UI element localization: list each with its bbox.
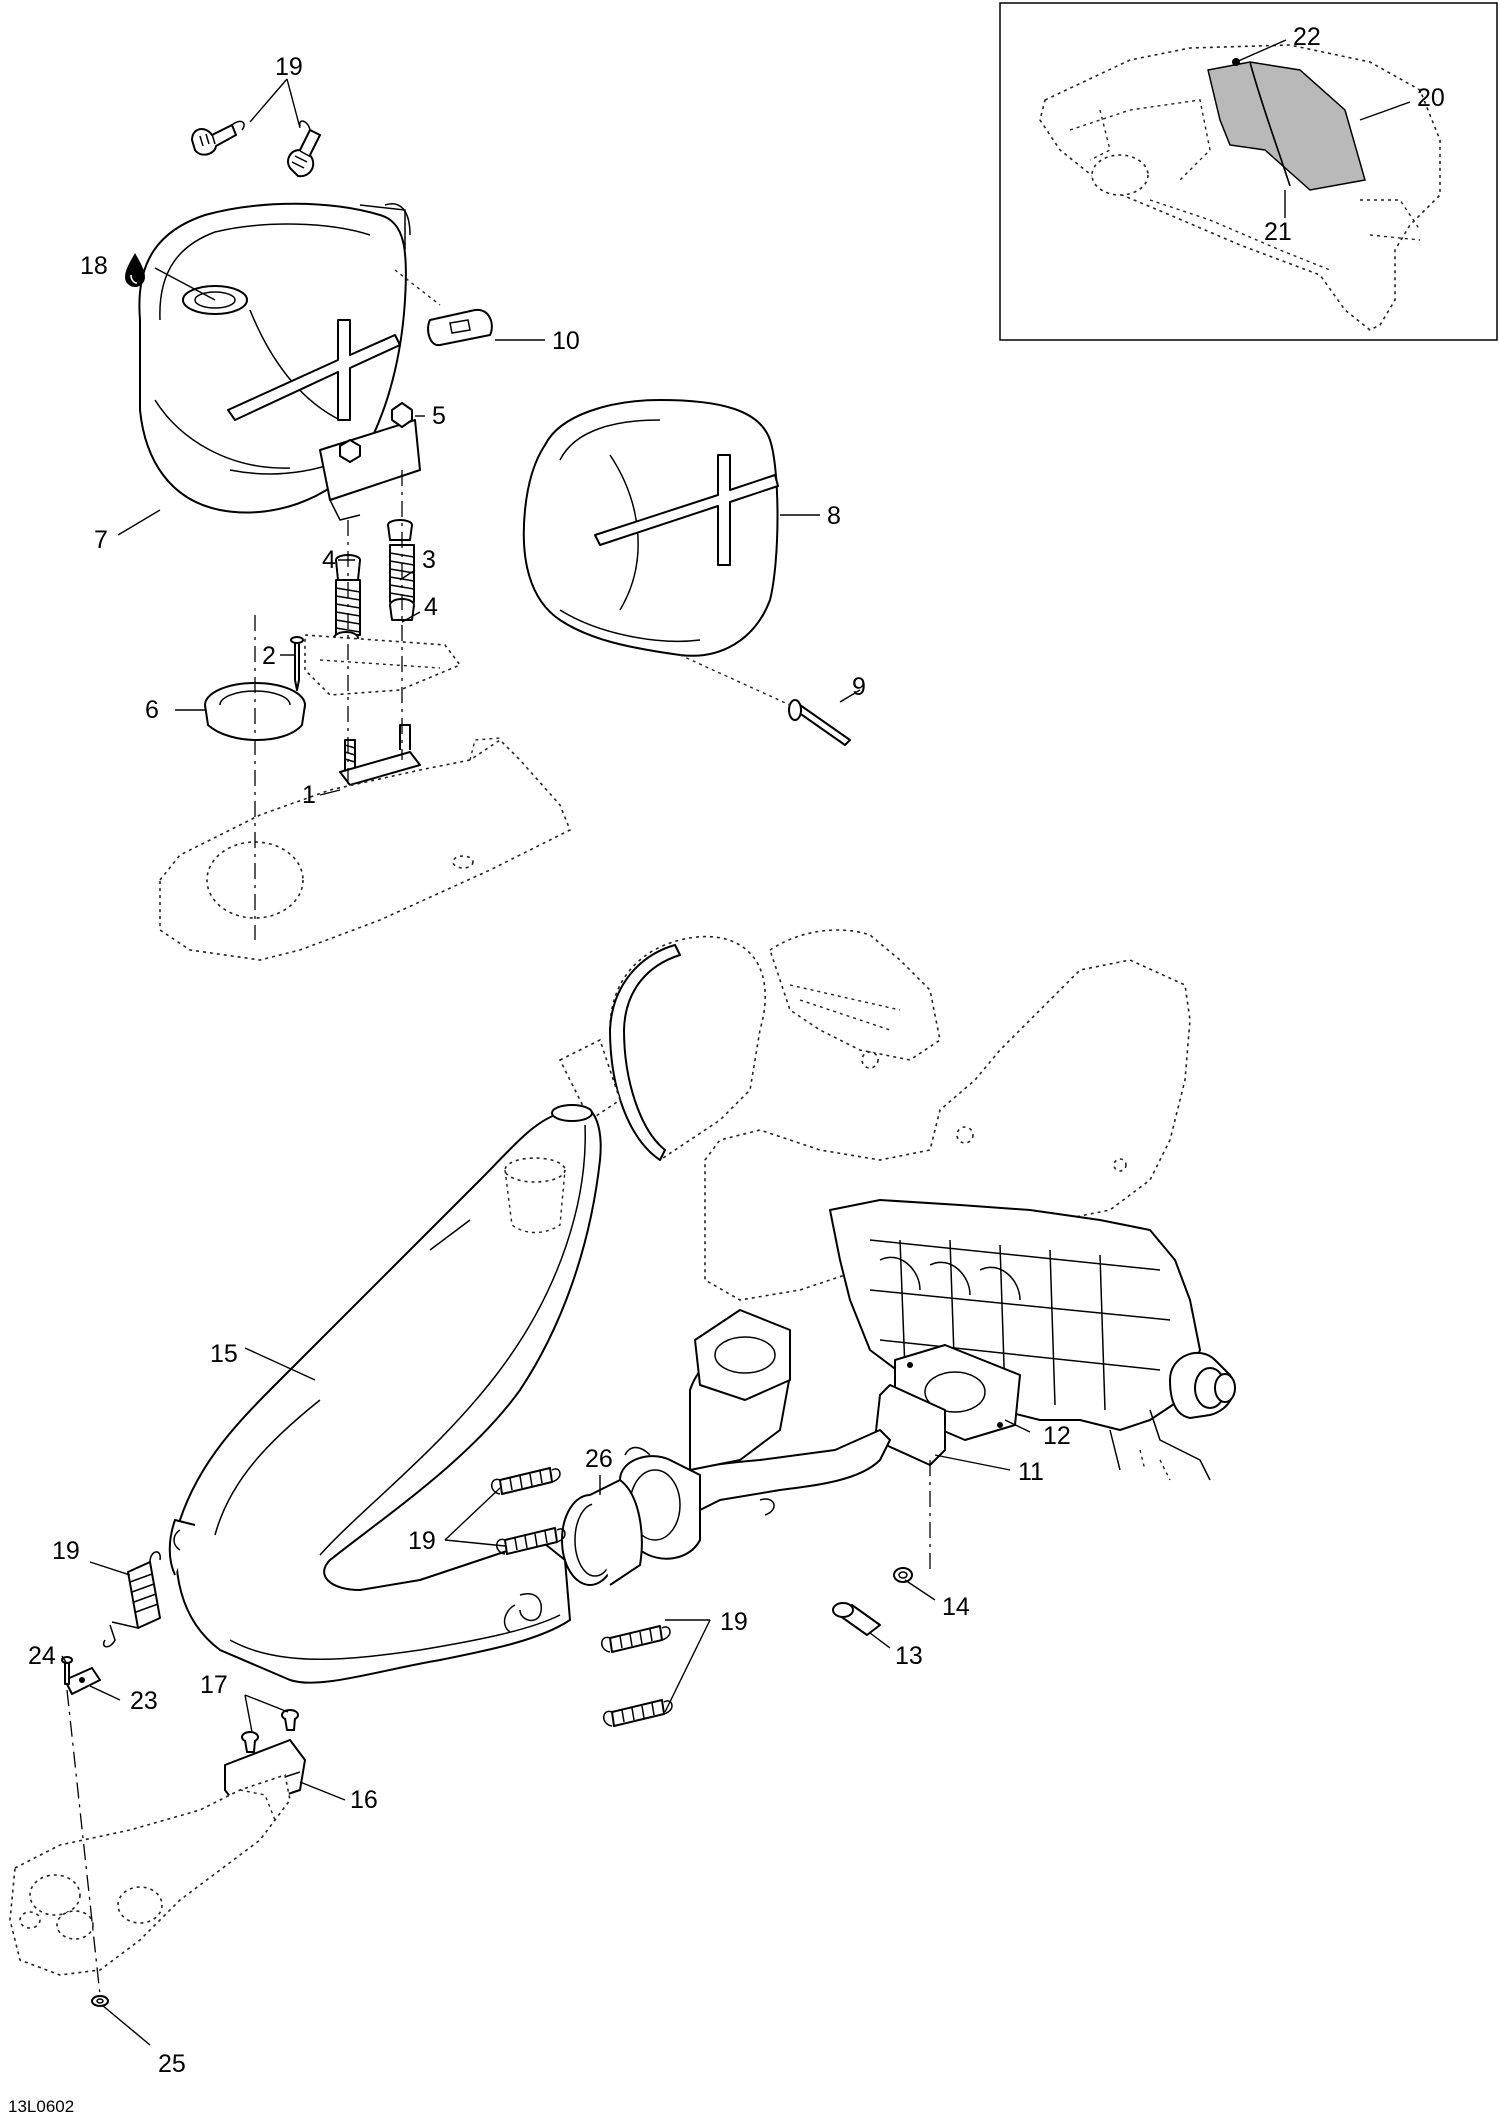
- bracket-centerline: [66, 1689, 101, 1996]
- callout-24: 24: [28, 1642, 56, 1670]
- inset-heat-shield: [1207, 61, 1366, 191]
- callout-25: 25: [158, 2050, 186, 2078]
- callout-20: 20: [1417, 84, 1445, 112]
- callout-26: 26: [585, 1445, 613, 1473]
- callout-3: 3: [422, 546, 436, 574]
- callout-1: 1: [302, 781, 316, 809]
- callout-labels: 19 18 10 5 7 4 3 4 2 6 1 8 9 22 20 21 15…: [8, 23, 1445, 2116]
- oil-drop-icon: [125, 253, 145, 287]
- muffler-hose-guide: [394, 269, 441, 306]
- muffler-ribs: [227, 319, 401, 421]
- engine-pto-shaft: [1169, 1351, 1236, 1419]
- callout-19-left: 19: [52, 1537, 80, 1565]
- callout-15: 15: [210, 1340, 238, 1368]
- hull-mount-plate: [159, 737, 572, 961]
- pipe-hook: [503, 1593, 542, 1633]
- callout-4-lower: 4: [424, 593, 438, 621]
- spring-19-left[interactable]: [103, 1551, 161, 1648]
- callout-22: 22: [1293, 23, 1321, 51]
- rubber-pad-10[interactable]: [427, 308, 493, 347]
- callout-14: 14: [942, 1593, 970, 1621]
- washer-right-top[interactable]: [387, 519, 413, 541]
- spring-19-top-right[interactable]: [287, 120, 321, 178]
- sleeve-26[interactable]: [561, 1479, 643, 1586]
- exhaust-manifold-11[interactable]: [619, 1309, 946, 1560]
- tuned-pipe-15[interactable]: [175, 1104, 602, 1684]
- callout-23: 23: [130, 1687, 158, 1715]
- callout-8: 8: [827, 502, 841, 530]
- callout-16: 16: [350, 1786, 378, 1814]
- pipe-outlet-flange: [168, 1519, 196, 1576]
- spring-19-top-left[interactable]: [191, 120, 245, 156]
- nut-5[interactable]: [391, 402, 413, 428]
- washer-25[interactable]: [91, 1995, 109, 2007]
- callout-19-bottom: 19: [720, 1608, 748, 1636]
- callout-19-top: 19: [275, 53, 303, 81]
- reference-code: 13L0602: [8, 2097, 74, 2116]
- callout-11: 11: [1018, 1458, 1044, 1486]
- callout-7: 7: [94, 526, 108, 554]
- callout-4-upper: 4: [322, 546, 336, 574]
- muffler-mount-bracket: [319, 419, 421, 521]
- callout-17: 17: [200, 1671, 228, 1699]
- screw-17-right[interactable]: [281, 1709, 299, 1731]
- bolt-13[interactable]: [832, 1602, 881, 1636]
- spring-19-bottom-upper[interactable]: [601, 1625, 671, 1653]
- screw-17-left[interactable]: [241, 1731, 259, 1753]
- callout-13: 13: [895, 1642, 923, 1670]
- washer-14[interactable]: [893, 1567, 913, 1583]
- rivet-9-guide: [679, 654, 791, 706]
- spring-19-mid-lower[interactable]: [496, 1527, 566, 1555]
- hull-bracket-ghost: [9, 1773, 291, 1976]
- rivet-9[interactable]: [788, 699, 851, 746]
- muffler-tank[interactable]: [138, 202, 411, 514]
- support-bracket-ghost: [304, 634, 462, 696]
- callout-21: 21: [1264, 218, 1292, 246]
- nut-center[interactable]: [339, 439, 361, 463]
- pin-2[interactable]: [290, 636, 304, 691]
- pin-24[interactable]: [61, 1656, 73, 1685]
- heat-shield-cover-ribs: [594, 454, 779, 566]
- clip-23[interactable]: [64, 1667, 101, 1695]
- callout-5: 5: [432, 402, 446, 430]
- inset-panel: [999, 2, 1498, 341]
- callout-2: 2: [262, 642, 276, 670]
- spring-19-bottom-lower[interactable]: [603, 1699, 673, 1727]
- pipe-inlet-ghost: [504, 1157, 566, 1234]
- callout-6: 6: [145, 696, 159, 724]
- callout-18: 18: [80, 252, 108, 280]
- spring-19-mid-upper[interactable]: [491, 1467, 561, 1495]
- leader-lines: [61, 78, 1031, 2046]
- callout-12: 12: [1043, 1422, 1071, 1450]
- engine-lower-accessories: [1109, 1409, 1211, 1481]
- callout-9: 9: [852, 673, 866, 701]
- callout-19-mid: 19: [408, 1527, 436, 1555]
- callout-10: 10: [552, 327, 580, 355]
